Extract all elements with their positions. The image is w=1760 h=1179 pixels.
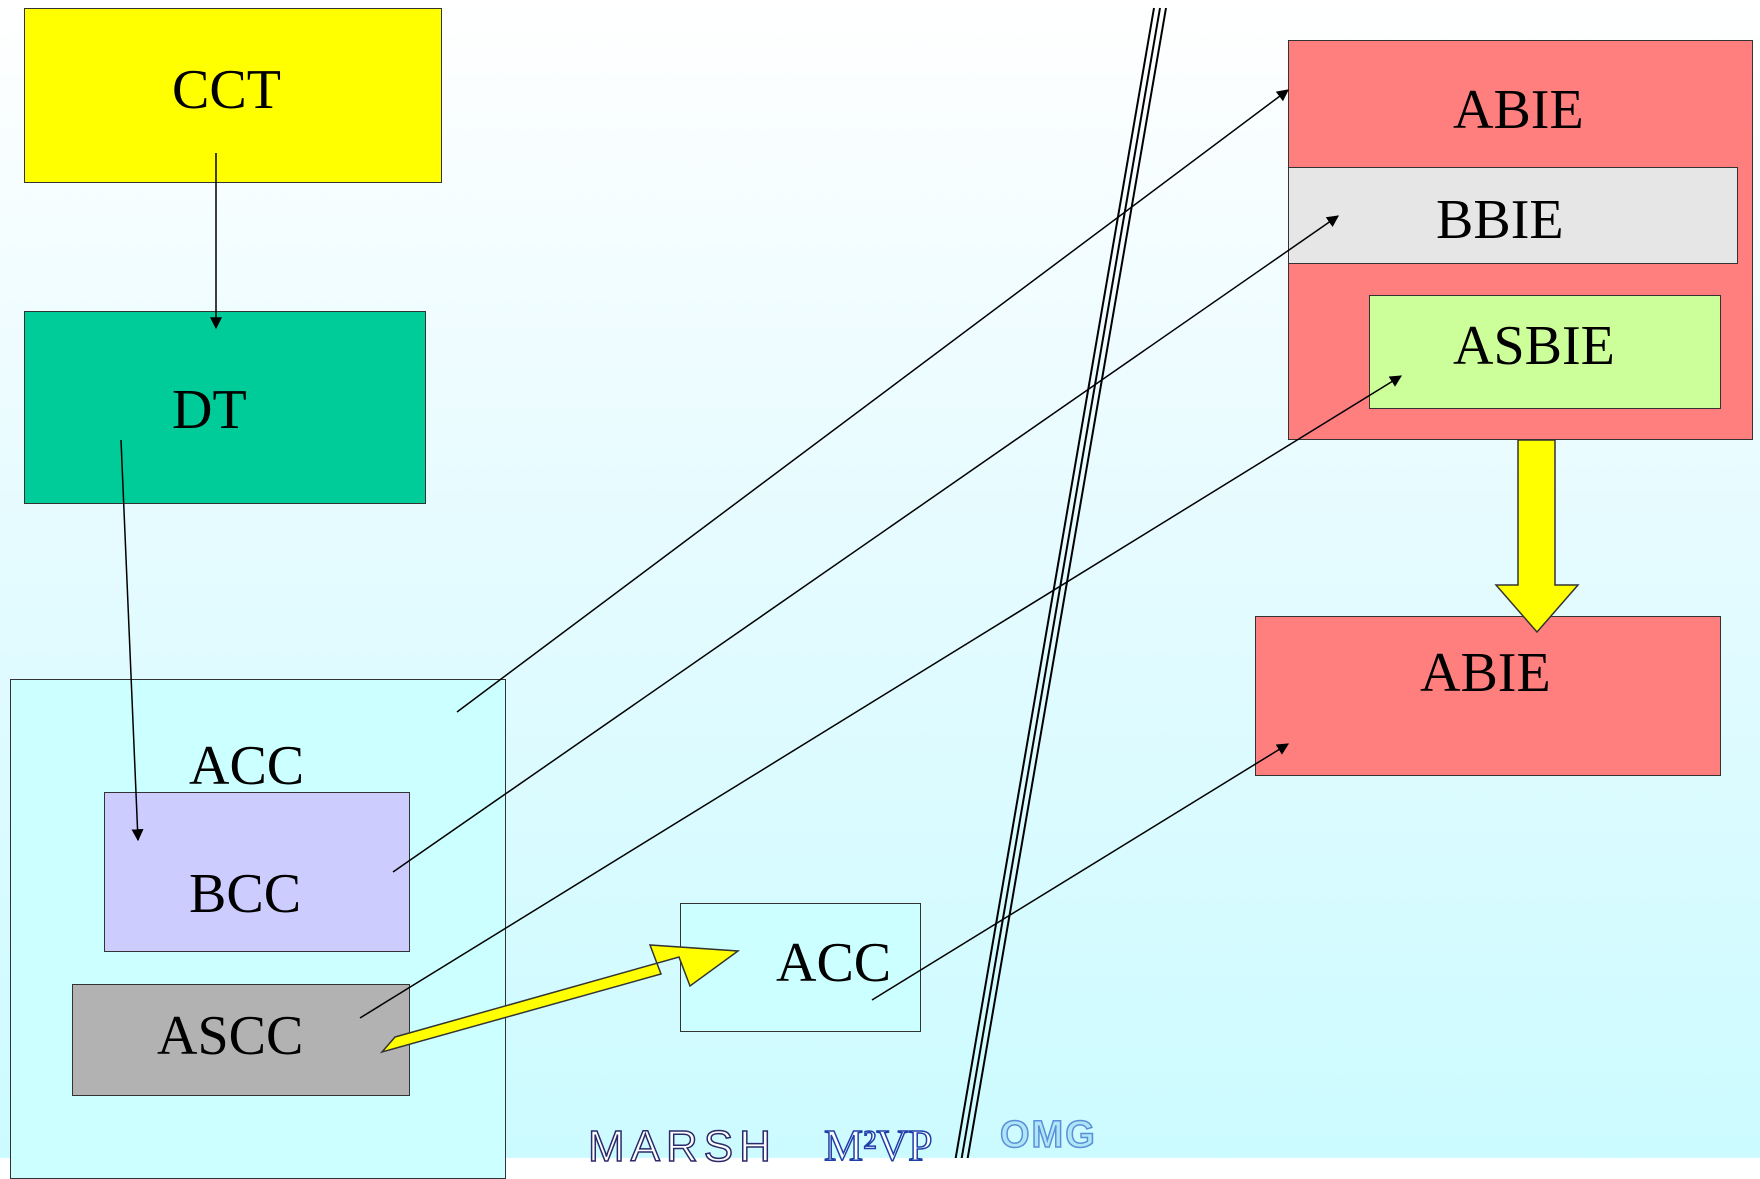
omg-logo: OMG: [999, 1113, 1097, 1157]
bcc-to-bbie-arrow: [392, 215, 1339, 873]
abie-bottom-label: ABIE: [1420, 642, 1551, 704]
domain-divider-line: [954, 7, 1167, 1158]
dt-box: [24, 311, 426, 504]
abie-top-label: ABIE: [1453, 79, 1584, 141]
dt-label: DT: [172, 379, 247, 441]
asbie-label: ASBIE: [1453, 315, 1615, 377]
marsh-logo: MARSH: [587, 1121, 777, 1172]
m2vp-logo: M²VP: [823, 1120, 933, 1171]
bbie-box: [1288, 167, 1738, 264]
abie-down-block-arrow: [1494, 439, 1580, 634]
bcc-label: BCC: [189, 863, 302, 925]
bcc-box: [104, 792, 410, 952]
cct-box: [24, 8, 442, 183]
acc-to-abie-arrow: [456, 89, 1289, 713]
acc-to-abie-bottom-arrow: [871, 743, 1290, 1001]
acc-small-label: ACC: [776, 932, 892, 994]
asbie-box: [1369, 295, 1721, 409]
acc-container-label: ACC: [189, 735, 305, 797]
ascc-label: ASCC: [157, 1005, 304, 1067]
cct-label: CCT: [172, 59, 281, 121]
ascc-box: [72, 984, 410, 1096]
logo-strip: MARSH M²VP OMG: [570, 1112, 1170, 1172]
bbie-label: BBIE: [1436, 189, 1564, 251]
